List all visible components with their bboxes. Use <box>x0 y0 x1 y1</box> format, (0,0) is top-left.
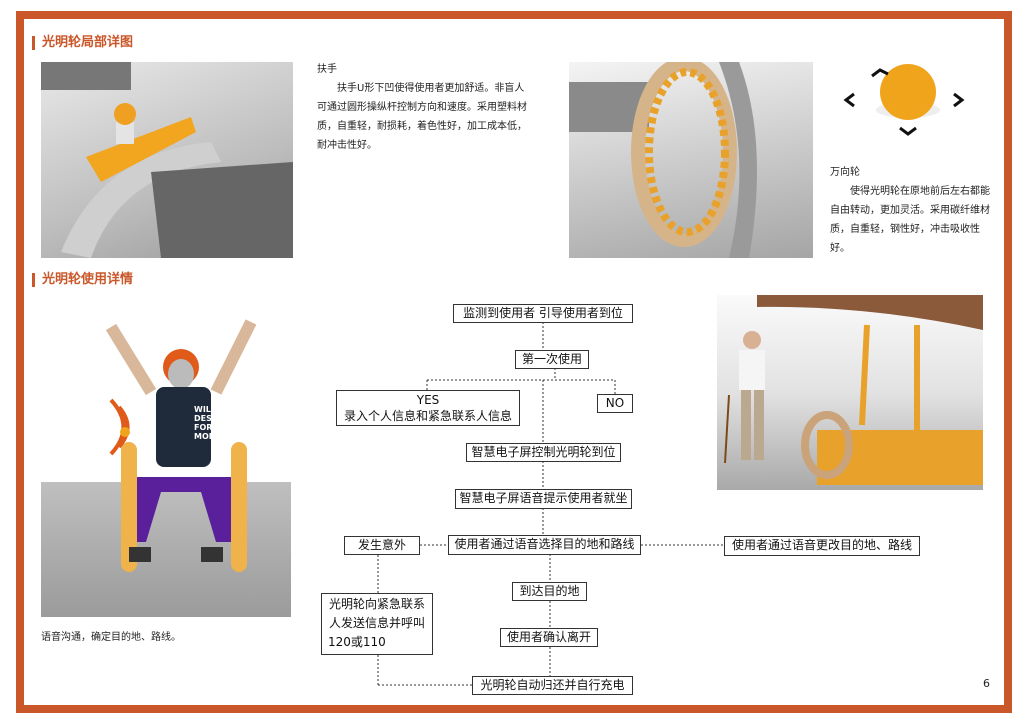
section-title-usage: 光明轮使用详情 <box>32 272 133 288</box>
flow-accident: 发生意外 <box>344 536 420 555</box>
flow-yes-text: 录入个人信息和紧急联系人信息 <box>343 409 512 423</box>
page-number: 6 <box>983 677 990 690</box>
armrest-body: 扶手U形下凹使得使用者更加舒适。非盲人可通过圆形操纵杆控制方向和速度。采用塑料材… <box>317 83 527 151</box>
armrest-heading: 扶手 <box>317 64 337 75</box>
flow-no: NO <box>597 394 633 413</box>
armrest-description: 扶手 扶手U形下凹使得使用者更加舒适。非盲人可通过圆形操纵杆控制方向和速度。采用… <box>317 60 533 155</box>
flow-detect-user: 监测到使用者 引导使用者到位 <box>453 304 633 323</box>
flow-confirm-leave: 使用者确认离开 <box>500 628 598 647</box>
caster-ball-illustration <box>840 62 970 142</box>
person-caption: 语音沟通，确定目的地、路线。 <box>41 632 181 643</box>
flow-screen-control: 智慧电子屏控制光明轮到位 <box>466 443 621 462</box>
flow-voice-prompt: 智慧电子屏语音提示使用者就坐 <box>455 489 632 509</box>
wheel-render-image <box>569 62 813 258</box>
elderly-user-scene-image <box>717 295 983 490</box>
flow-emergency-call: 光明轮向紧急联系 人发送信息并呼叫 120或110 <box>321 593 433 655</box>
flow-yes-register: YES 录入个人信息和紧急联系人信息 <box>336 390 520 426</box>
caster-description: 万向轮 使得光明轮在原地前后左右都能自由转动，更加灵活。采用碳纤维材质，自重轻，… <box>830 163 992 258</box>
flow-change-route: 使用者通过语音更改目的地、路线 <box>724 536 920 556</box>
caster-heading: 万向轮 <box>830 167 860 178</box>
caster-body: 使得光明轮在原地前后左右都能自由转动，更加灵活。采用碳纤维材质，自重轻，钢性好，… <box>830 186 990 254</box>
section-title-detail: 光明轮局部详图 <box>32 35 133 51</box>
flow-choose-route: 使用者通过语音选择目的地和路线 <box>448 535 641 555</box>
armrest-render-image <box>41 62 293 258</box>
flow-arrive: 到达目的地 <box>512 582 587 601</box>
flow-auto-return: 光明轮自动归还并自行充电 <box>472 676 633 695</box>
flow-first-use: 第一次使用 <box>515 350 589 369</box>
flow-yes-label: YES <box>416 393 440 407</box>
